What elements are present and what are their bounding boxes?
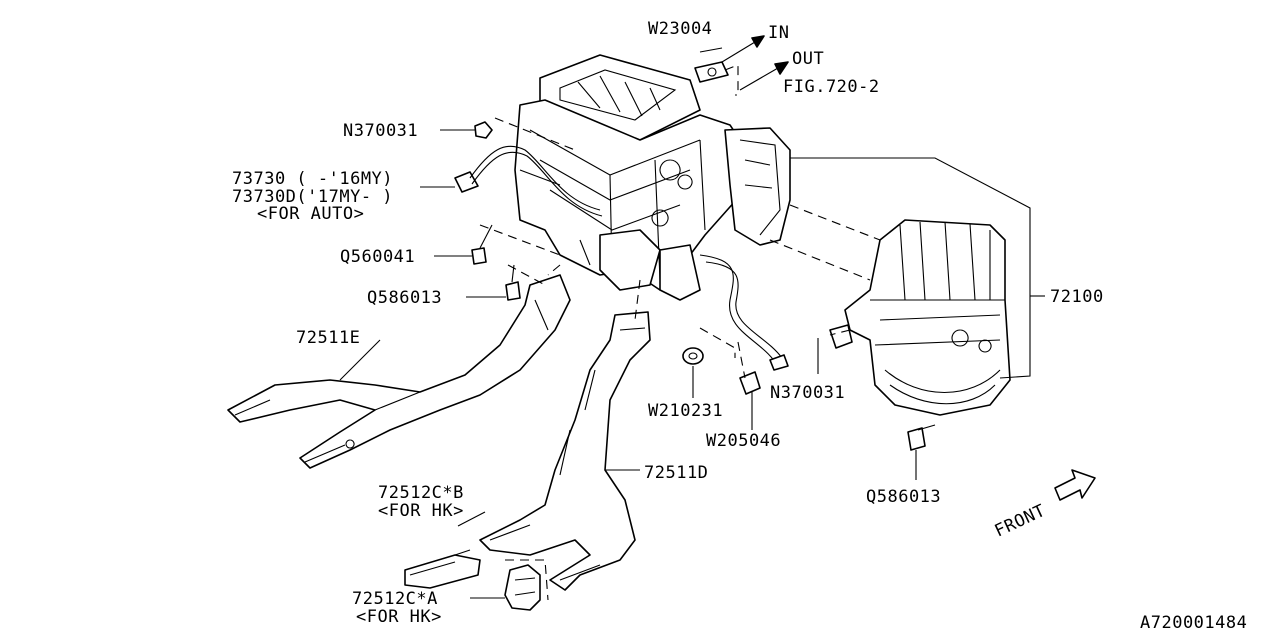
diagram-id: A720001484 [1140, 613, 1247, 633]
label-73730: 73730 ( -'16MY) [232, 169, 393, 189]
label-w210231: W210231 [648, 401, 723, 421]
screw-q586013-right[interactable] [907, 424, 936, 451]
label-n370031-right: N370031 [770, 383, 845, 403]
nut-n370031-top[interactable] [474, 121, 493, 139]
label-front: FRONT [992, 501, 1049, 542]
label-q586013-right: Q586013 [866, 487, 941, 507]
label-q560041: Q560041 [340, 247, 415, 267]
duct-72511e[interactable] [227, 274, 571, 469]
label-w205046: W205046 [706, 431, 781, 451]
label-72100: 72100 [1050, 287, 1104, 307]
label-72512c-a-for-hk: <FOR HK> [356, 607, 442, 627]
leader-lines [339, 47, 1045, 599]
front-arrow-icon [1054, 469, 1096, 501]
aspirator-sensor-73730[interactable] [454, 145, 603, 217]
arrow-right-icon [721, 35, 765, 63]
grommet-w210231[interactable] [682, 347, 704, 365]
part-labels: W23004 IN OUT FIG.720-2 N370031 73730 ( … [232, 19, 1247, 633]
gasket-w23004[interactable] [694, 61, 729, 83]
blower-unit-72100[interactable] [829, 219, 1011, 416]
drain-hose[interactable] [699, 254, 789, 371]
duct-72512c-b[interactable] [404, 549, 481, 589]
label-n370031-top: N370031 [343, 121, 418, 141]
screw-q586013-left[interactable] [505, 264, 521, 301]
label-72511e: 72511E [296, 328, 360, 348]
label-out: OUT [792, 49, 824, 69]
label-for-auto: <FOR AUTO> [257, 204, 364, 224]
label-fig-720-2[interactable]: FIG.720-2 [783, 77, 880, 97]
label-72512c-a: 72512C*A [352, 589, 438, 609]
label-73730d: 73730D('17MY- ) [232, 187, 393, 207]
label-w23004: W23004 [648, 19, 712, 39]
label-72512c-b-for-hk: <FOR HK> [378, 501, 464, 521]
arrow-right-icon [739, 61, 789, 91]
assembly-dashed-lines [479, 64, 881, 601]
duct-72512c-a[interactable] [504, 564, 541, 611]
heater-unit-assembly[interactable] [514, 54, 791, 301]
duct-72511d[interactable] [479, 311, 651, 591]
label-72512c-b: 72512C*B [378, 483, 464, 503]
label-in: IN [768, 23, 789, 43]
label-72511d: 72511D [644, 463, 708, 483]
clip-w205046[interactable] [739, 371, 761, 395]
screw-q560041[interactable] [471, 224, 493, 265]
label-q586013-left: Q586013 [367, 288, 442, 308]
